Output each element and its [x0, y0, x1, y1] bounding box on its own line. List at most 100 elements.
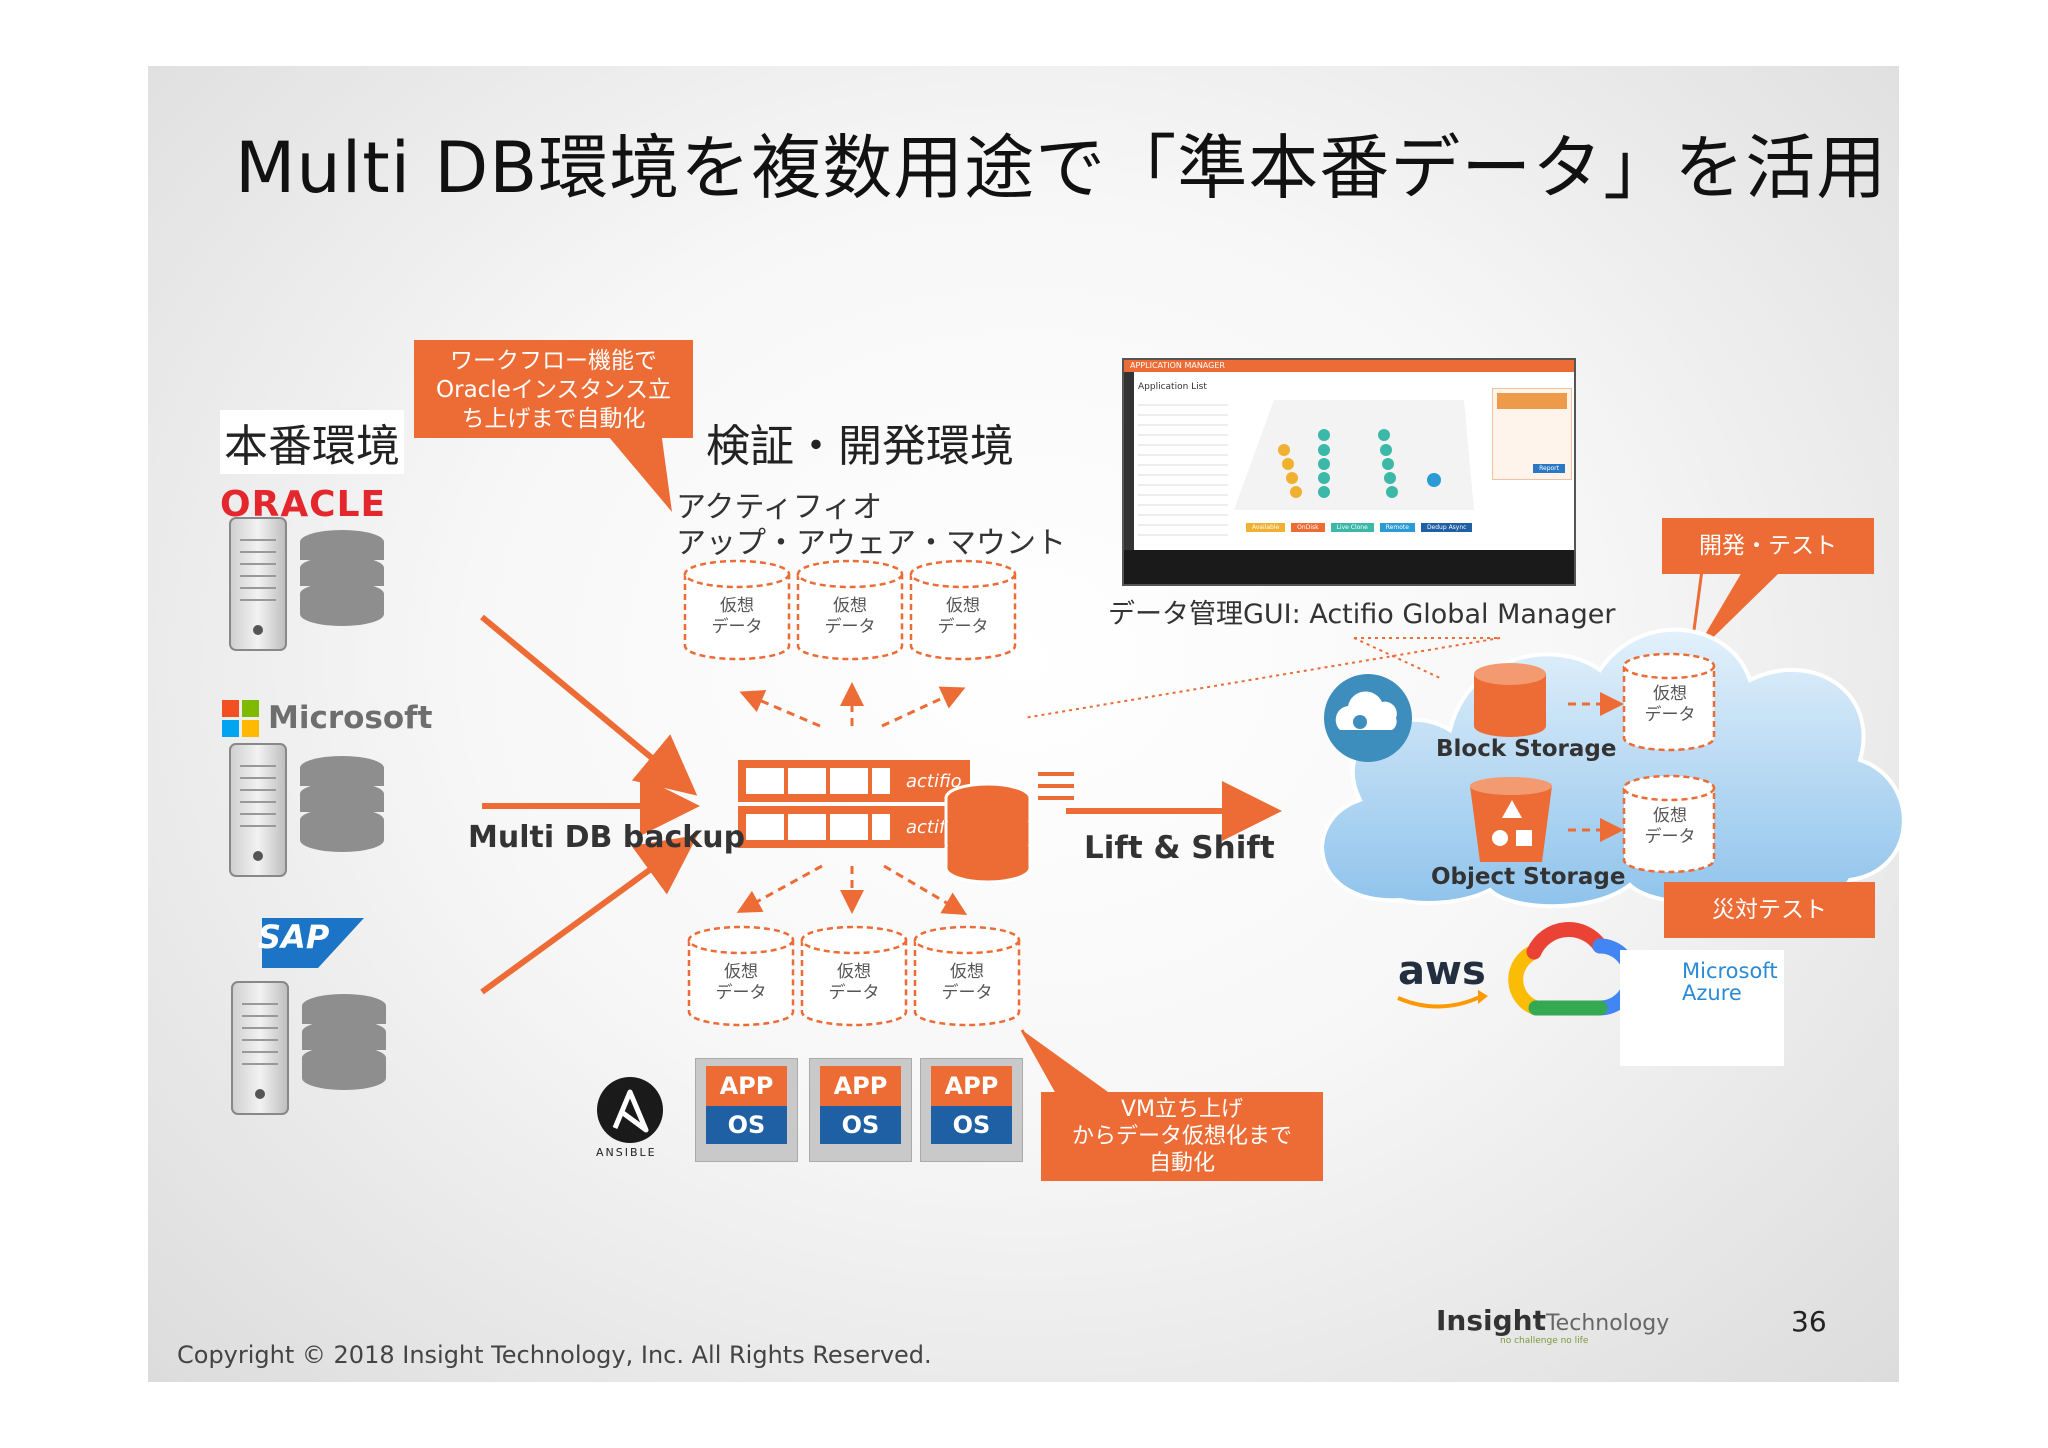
gui-btn-available[interactable]: Available: [1246, 523, 1286, 532]
virtual-data-bottom-3: 仮想データ: [925, 962, 1009, 1004]
sap-server-icon: [231, 981, 289, 1115]
vm-callout: VM立ち上げ からデータ仮想化まで 自動化: [1041, 1092, 1323, 1181]
copyright-footer: Copyright © 2018 Insight Technology, Inc…: [177, 1341, 932, 1369]
vd-line2: データ: [1644, 827, 1696, 847]
azure-line2: Azure: [1682, 981, 1742, 1005]
azure-line1: Microsoft: [1682, 959, 1778, 983]
gui-detail-panel: Report: [1492, 388, 1572, 480]
workflow-callout-pointer: [598, 424, 672, 512]
azure-logo-box: [1620, 950, 1784, 1066]
gui-button-row: Available OnDisk Live Clone Remote Dedup…: [1246, 523, 1473, 532]
cloud-virtual-data-1: 仮想データ: [1628, 684, 1712, 726]
virtual-data-top-1: 仮想データ: [695, 596, 779, 638]
vm-os-label: OS: [820, 1106, 901, 1144]
vd-line2: データ: [828, 983, 880, 1003]
vd-line1: 仮想: [946, 596, 980, 616]
vd-line1: 仮想: [1653, 806, 1687, 826]
vm-app-label: APP: [706, 1066, 787, 1106]
sap-logo-icon: [262, 918, 364, 968]
cloud-virtual-data-2: 仮想データ: [1628, 806, 1712, 848]
block-storage-icon: [1474, 663, 1546, 737]
cloud-gear-icon: [1324, 674, 1412, 762]
production-heading: 本番環境: [220, 410, 404, 474]
gui-btn-dedup[interactable]: Dedup Async: [1420, 523, 1473, 532]
vd-line2: データ: [711, 617, 763, 637]
vd-line1: 仮想: [833, 596, 867, 616]
vm-stack-3: APP OS: [920, 1058, 1023, 1162]
vd-line2: データ: [715, 983, 767, 1003]
sap-logo-text: SAP: [258, 918, 330, 956]
vd-line1: 仮想: [720, 596, 754, 616]
actifio-line1: アクティフィオ: [676, 490, 883, 525]
insight-logo-bold: Insight: [1436, 1304, 1546, 1337]
aws-smile-icon: [1397, 994, 1483, 1009]
gui-screenshot: APPLICATION MANAGER Application List Ava…: [1122, 358, 1576, 586]
workflow-callout-line2: Oracleインスタンス立: [436, 377, 671, 403]
actifio-database-icon: [944, 782, 1032, 884]
object-storage-label: Object Storage: [1431, 864, 1626, 890]
virtual-data-top-3: 仮想データ: [921, 596, 1005, 638]
insight-logo-rest: Technology: [1545, 1311, 1670, 1336]
gui-connector-lines: [1023, 637, 1501, 719]
vm-stack-2: APP OS: [809, 1058, 912, 1162]
google-cloud-logo-icon: [1508, 922, 1639, 1016]
gui-list-title: Application List: [1138, 382, 1207, 392]
object-storage-icon: [1470, 777, 1552, 862]
block-storage-label: Block Storage: [1436, 736, 1617, 762]
gui-btn-ondisk[interactable]: OnDisk: [1291, 523, 1325, 532]
gui-header: APPLICATION MANAGER: [1124, 360, 1574, 372]
vd-line1: 仮想: [724, 962, 758, 982]
cloud-virtual-data: [1622, 652, 1716, 874]
actifio-label-1: actifio: [906, 771, 962, 792]
microsoft-logo-icon: [222, 700, 259, 737]
workflow-callout-line3: ち上げまで自動化: [461, 406, 646, 432]
vm-callout-line1: VM立ち上げ: [1120, 1097, 1244, 1122]
vm-callout-pointer: [1022, 1030, 1108, 1098]
virtual-data-top-2: 仮想データ: [808, 596, 892, 638]
virtual-data-bottom-1: 仮想データ: [699, 962, 783, 1004]
virtual-data-top-group: [683, 559, 1017, 661]
vd-line2: データ: [937, 617, 989, 637]
ansible-logo-icon: [597, 1077, 663, 1143]
oracle-server-icon: [229, 517, 287, 651]
oracle-logo: ORACLE: [220, 484, 387, 525]
oracle-database-icon: [300, 530, 384, 626]
vm-stack-1: APP OS: [695, 1058, 798, 1162]
virtual-data-bottom-2: 仮想データ: [812, 962, 896, 1004]
workflow-callout-line1: ワークフロー機能で: [450, 348, 657, 374]
gui-report-button[interactable]: Report: [1533, 464, 1565, 473]
sap-database-icon: [302, 994, 386, 1090]
vm-os-label: OS: [931, 1106, 1012, 1144]
page-number: 36: [1791, 1305, 1827, 1338]
verification-heading: 検証・開発環境: [706, 421, 1014, 472]
actifio-label-2: actifio: [906, 817, 944, 838]
mount-arrows: [736, 682, 968, 916]
devtest-callout: 開発・テスト: [1662, 518, 1874, 574]
vm-app-label: APP: [820, 1066, 901, 1106]
vd-line1: 仮想: [950, 962, 984, 982]
drtest-callout: 災対テスト: [1664, 882, 1875, 938]
aws-logo: aws: [1398, 948, 1486, 994]
vm-callout-line3: 自動化: [1148, 1151, 1215, 1176]
vd-line2: データ: [1644, 705, 1696, 725]
virtual-data-bottom-group: [687, 925, 1021, 1027]
gui-timeline: [1124, 550, 1574, 584]
vm-os-label: OS: [706, 1106, 787, 1144]
multi-db-backup-label: Multi DB backup: [468, 820, 746, 855]
gui-sidebar: [1124, 372, 1134, 584]
vm-callout-line2: からデータ仮想化まで: [1071, 1124, 1292, 1149]
gui-btn-remote[interactable]: Remote: [1379, 523, 1415, 532]
lift-shift-label: Lift & Shift: [1084, 830, 1275, 866]
vd-line1: 仮想: [837, 962, 871, 982]
gui-detail-header: [1497, 393, 1567, 409]
vd-line1: 仮想: [1653, 684, 1687, 704]
lift-shift-dashes: [1038, 772, 1074, 800]
gui-application-list: [1138, 396, 1228, 536]
azure-logo-text: Microsoft Azure: [1682, 960, 1778, 1004]
microsoft-server-icon: [229, 743, 287, 877]
vm-app-label: APP: [931, 1066, 1012, 1106]
gui-chart-area: [1234, 400, 1474, 510]
gui-btn-liveclone[interactable]: Live Clone: [1330, 523, 1374, 532]
gui-caption: データ管理GUI: Actifio Global Manager: [1108, 599, 1616, 630]
